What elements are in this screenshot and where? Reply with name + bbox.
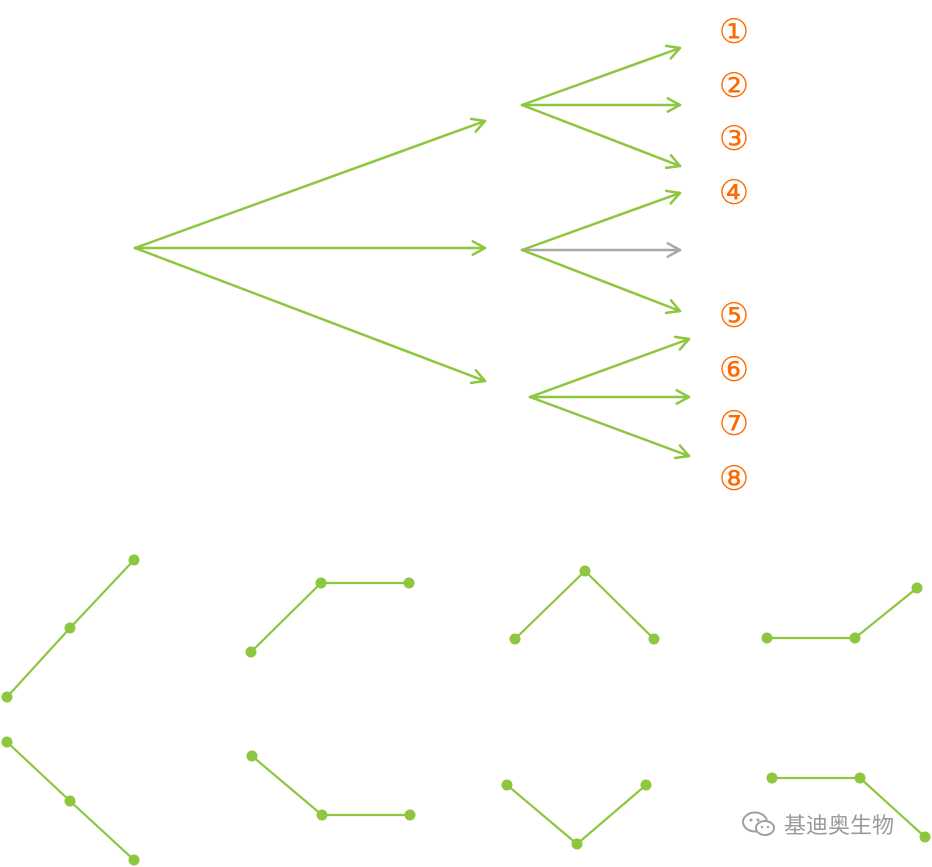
trend-pattern-3 — [509, 565, 660, 645]
trend-point — [919, 831, 931, 843]
outcome-label-5: ⑤ — [719, 296, 749, 336]
outcome-label-1: ① — [719, 12, 749, 52]
outcome-label-4: ④ — [719, 173, 749, 213]
outcome-labels: ① ② ③ ④ ⑤ ⑥ ⑦ ⑧ — [719, 12, 749, 499]
trend-point — [246, 750, 258, 762]
trend-point — [404, 809, 416, 821]
trend-point — [648, 633, 660, 645]
trend-pattern-5 — [1, 736, 140, 866]
arrow-lower-to-8 — [528, 395, 691, 460]
watermark-text: 基迪奥生物 — [784, 814, 895, 839]
trend-pattern-8 — [766, 772, 931, 843]
trend-point — [1, 736, 13, 748]
arrow-middle-to-4 — [520, 189, 682, 252]
trend-pattern-7 — [501, 779, 652, 850]
trend-pattern-glyphs — [1, 554, 931, 866]
arrow-root-to-middle — [133, 240, 487, 256]
trend-point — [315, 577, 327, 589]
trend-point — [761, 632, 773, 644]
trend-point — [766, 772, 778, 784]
arrow-upper-to-1 — [520, 44, 682, 107]
outcome-label-6: ⑥ — [719, 350, 749, 390]
trend-point — [316, 809, 328, 821]
outcome-label-2: ② — [719, 66, 749, 106]
trend-point — [1, 691, 13, 703]
trend-point — [64, 795, 76, 807]
trend-pattern-2 — [245, 577, 415, 658]
arrow-upper-to-3 — [520, 103, 682, 170]
trend-point — [128, 554, 140, 566]
arrow-lower-to-7 — [528, 389, 691, 405]
trend-pattern-6 — [246, 750, 416, 821]
trend-pattern-1 — [1, 554, 140, 703]
trend-point — [640, 779, 652, 791]
arrow-middle-muted — [520, 242, 682, 258]
trend-point — [911, 582, 923, 594]
trend-point — [571, 838, 583, 850]
trend-point — [849, 632, 861, 644]
trend-pattern-4 — [761, 582, 923, 644]
trend-point — [245, 646, 257, 658]
trend-point — [403, 577, 415, 589]
outcome-label-8: ⑧ — [719, 459, 749, 499]
outcome-label-7: ⑦ — [719, 404, 749, 444]
trend-point — [501, 779, 513, 791]
trend-point — [128, 854, 140, 866]
wechat-chat-bubbles-icon — [742, 811, 775, 836]
arrow-upper-to-2 — [520, 97, 682, 113]
arrow-middle-to-5 — [520, 248, 682, 315]
outcome-label-3: ③ — [719, 119, 749, 159]
trend-point — [509, 633, 521, 645]
arrow-root-to-lower — [133, 246, 487, 385]
trend-point — [579, 565, 591, 577]
trend-point — [854, 772, 866, 784]
arrow-lower-to-6 — [528, 335, 691, 399]
arrow-root-to-upper — [133, 117, 487, 250]
watermark: 基迪奥生物 — [740, 806, 894, 842]
branch-arrows — [133, 44, 691, 460]
trend-point — [64, 622, 76, 634]
